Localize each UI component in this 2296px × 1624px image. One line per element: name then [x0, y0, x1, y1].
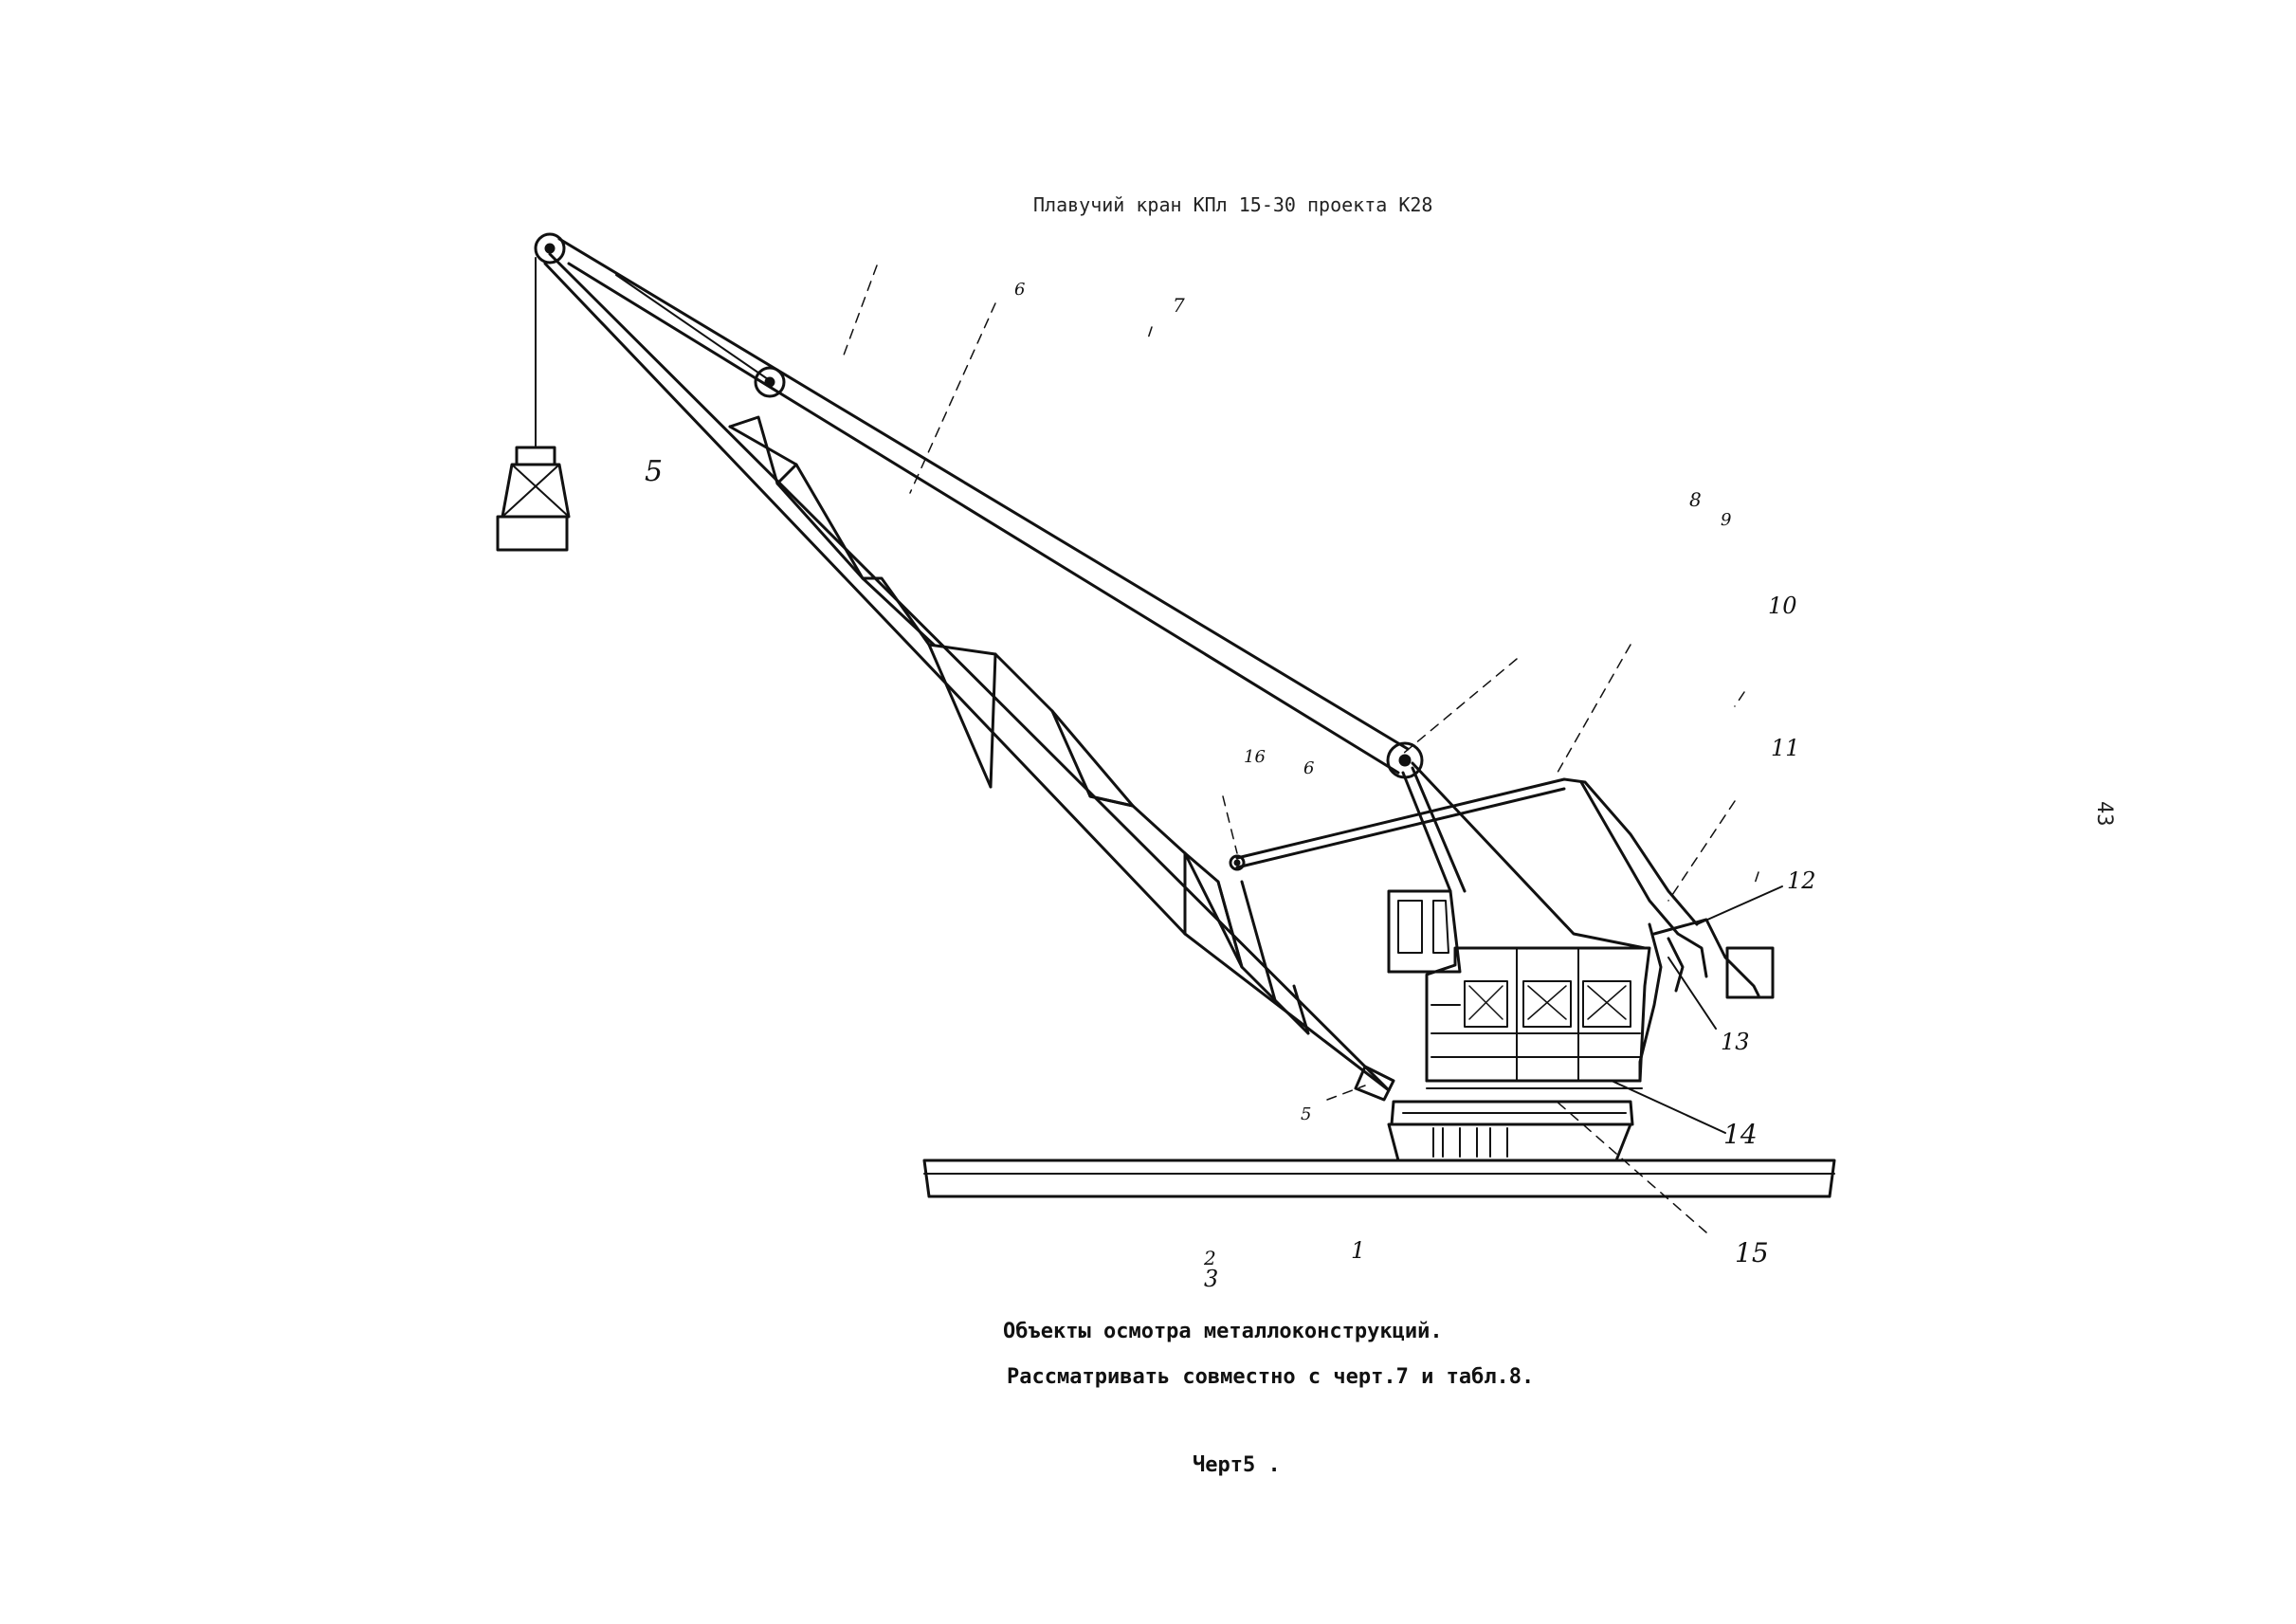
slewing-base — [1387, 1100, 1634, 1162]
machinery-house — [1387, 889, 1651, 1089]
grab-bucket — [496, 257, 571, 552]
jib-tie — [557, 237, 1424, 779]
callout-11: 11 — [1771, 735, 1800, 761]
leader-lines — [841, 265, 1759, 1233]
callout-15: 15 — [1735, 1237, 1769, 1268]
counterweight-arm — [1229, 761, 1775, 1083]
callout-8: 8 — [1689, 488, 1702, 511]
drawing-number: Черт5 . — [1193, 1453, 1281, 1477]
callout-5-base: 5 — [1301, 1104, 1312, 1124]
callout-1: 1 — [1351, 1237, 1366, 1264]
pontoon-deck — [922, 1159, 1836, 1198]
callout-12: 12 — [1787, 867, 1816, 894]
callout-6: 6 — [1014, 280, 1026, 300]
caption-see-also: Рассматривать совместно с черт.7 и табл.… — [1007, 1365, 1535, 1389]
callout-9: 9 — [1721, 510, 1732, 530]
callout-16: 16 — [1244, 747, 1266, 767]
caption-inspection-objects: Объекты осмотра металлоконструкций. — [1003, 1320, 1443, 1343]
lattice-boom — [534, 232, 1395, 1102]
callout-14: 14 — [1723, 1119, 1758, 1150]
callout-6-boom: 6 — [1303, 758, 1315, 778]
callout-13: 13 — [1721, 1029, 1750, 1055]
callout-5-left: 5 — [645, 455, 664, 488]
drawing-title: Плавучий кран КПл 15-30 проекта К28 — [1033, 193, 1433, 216]
callout-10: 10 — [1768, 593, 1797, 619]
callout-3: 3 — [1204, 1266, 1219, 1292]
callout-7: 7 — [1173, 294, 1185, 317]
callout-2: 2 — [1204, 1247, 1216, 1269]
